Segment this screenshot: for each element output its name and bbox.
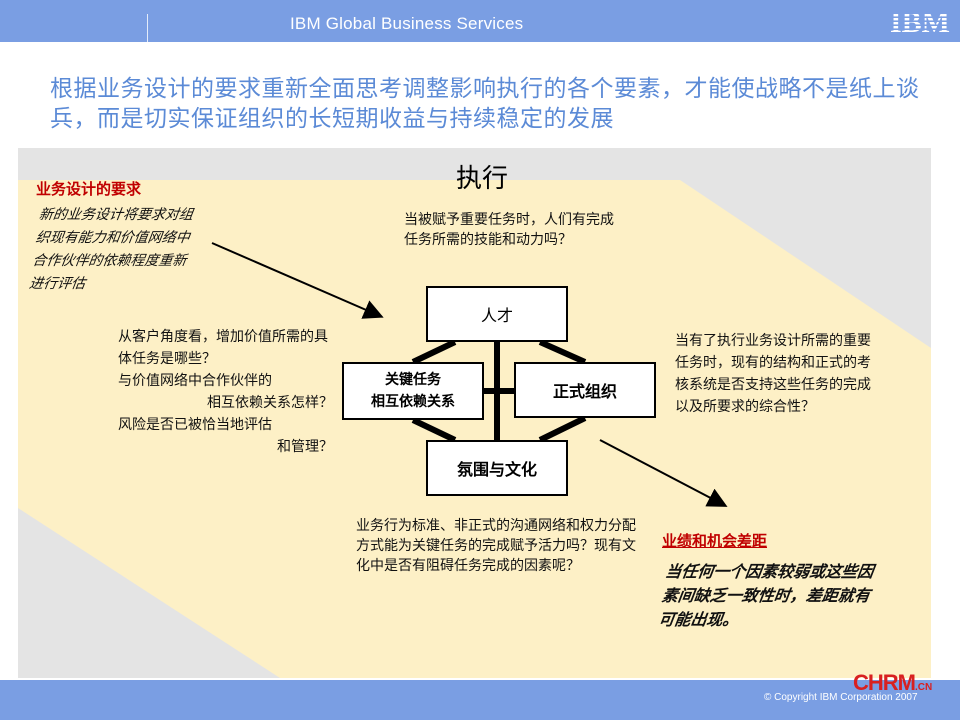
gap-title: 业绩和机会差距 xyxy=(662,532,768,550)
arrow-requirements-to-model xyxy=(211,242,384,319)
diagram-title: 执行 xyxy=(456,164,509,194)
gap-body: 当任何一个因素较弱或这些因素间缺乏一致性时，差距就有可能出现。 xyxy=(657,562,875,629)
question-tasks-line: 和管理？ xyxy=(277,439,333,455)
box-formal-organization: 正式组织 xyxy=(514,362,656,418)
watermark-suffix: .CN xyxy=(915,682,933,693)
watermark-logo: CHRM.CN xyxy=(853,670,932,696)
header-title: IBM Global Business Services xyxy=(290,14,524,33)
copyright-text: © Copyright IBM Corporation 2007 xyxy=(764,692,918,703)
question-tasks: 从客户角度看，增加价值所需的具体任务是哪些？ 与价值网络中合作伙伴的 相互依赖关… xyxy=(118,326,333,458)
arrow-model-to-gap xyxy=(599,439,728,507)
top-bar: IBM Global Business Services xyxy=(0,0,960,42)
question-culture: 业务行为标准、非正式的沟通网络和权力分配方式能为关键任务的完成赋予活力吗？现有文… xyxy=(356,518,636,574)
header-divider xyxy=(147,14,148,42)
ibm-logo-text: IBM xyxy=(890,6,950,36)
requirements-title: 业务设计的要求 xyxy=(36,180,142,198)
question-organization: 当有了执行业务设计所需的重要任务时，现有的结构和正式的考核系统是否支持这些任务的… xyxy=(675,333,871,415)
watermark-main: CHRM xyxy=(853,670,916,695)
question-tasks-line: 与价值网络中合作伙伴的 xyxy=(118,373,272,389)
headline: 根据业务设计的要求重新全面思考调整影响执行的各个要素，才能使战略不是纸上谈兵，而… xyxy=(50,76,920,132)
box-key-tasks-line1: 关键任务 xyxy=(385,372,441,388)
question-tasks-line: 相互依赖关系怎样？ xyxy=(207,395,333,411)
diagram-band xyxy=(18,180,931,678)
box-key-tasks: 关键任务 相互依赖关系 xyxy=(342,362,484,420)
box-key-tasks-line2: 相互依赖关系 xyxy=(371,394,455,410)
ibm-logo: IBM xyxy=(890,6,950,36)
question-talent: 当被赋予重要任务时，人们有完成任务所需的技能和动力吗？ xyxy=(404,212,614,248)
requirements-body: 新的业务设计将要求对组织现有能力和价值网络中合作伙伴的依赖程度重新进行评估 xyxy=(28,207,195,292)
question-tasks-line: 风险是否已被恰当地评估 xyxy=(118,417,272,433)
footer-bar xyxy=(0,680,960,720)
box-culture: 氛围与文化 xyxy=(426,440,568,496)
box-talent: 人才 xyxy=(426,286,568,342)
question-tasks-line: 从客户角度看，增加价值所需的具体任务是哪些？ xyxy=(118,329,328,367)
